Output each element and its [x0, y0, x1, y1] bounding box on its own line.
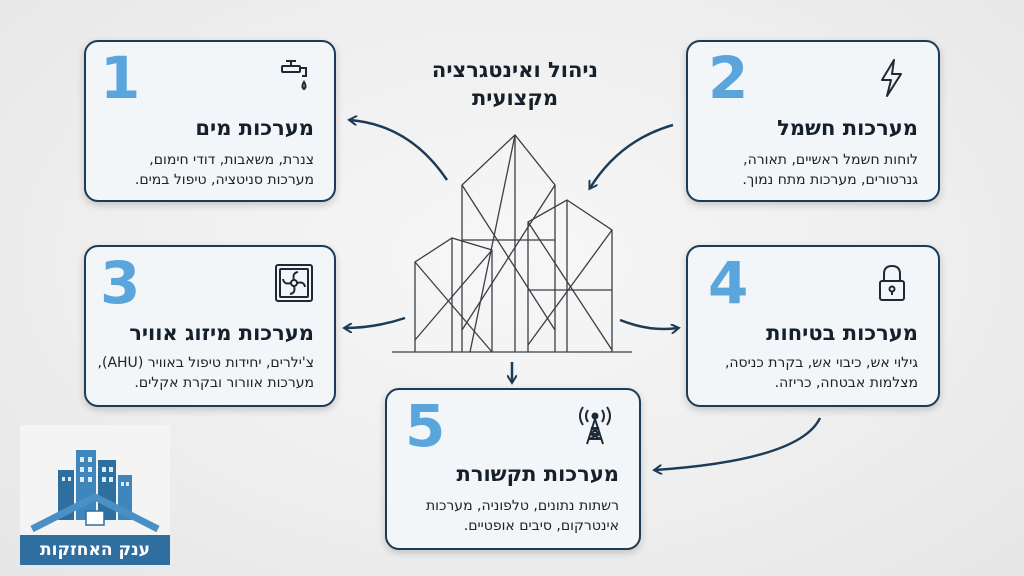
card-description: לוחות חשמל ראשיים, תאורה, גנרטורים, מערכ…	[698, 150, 918, 190]
arrow-to-water	[350, 120, 449, 181]
card-description-line: מערכות אוורור ובקרת אקלים.	[134, 375, 314, 391]
card-title: מערכות מיזוג אוויר	[129, 321, 314, 345]
center-title-line1: ניהול ואינטגרציה	[431, 58, 599, 82]
fan-icon	[272, 261, 316, 305]
arrow-to-hvac	[345, 316, 406, 328]
card-title: מערכות חשמל	[777, 116, 918, 140]
arrow-safety-to-comms	[655, 417, 822, 470]
card-communication-systems: 5 מערכות תקשורת רשתות נתונים, טלפוניה, מ…	[385, 388, 641, 550]
card-description-line: אינטרקום, סיבים אופטיים.	[463, 518, 619, 534]
center-title: ניהול ואינטגרציה מקצועית	[395, 56, 635, 112]
building-illustration	[392, 134, 632, 353]
card-hvac-systems: 3 מערכות מיזוג אוויר צ'ילרים, יחידות טיפ…	[84, 245, 336, 407]
card-number: 5	[405, 392, 446, 460]
card-number: 3	[100, 249, 141, 317]
card-title: מערכות תקשורת	[456, 462, 619, 486]
card-water-systems: 1 מערכות מים צנרת, משאבות, דודי חימום, מ…	[84, 40, 336, 202]
card-description-line: צנרת, משאבות, דודי חימום,	[149, 152, 314, 168]
card-number: 1	[100, 44, 141, 112]
card-description: צנרת, משאבות, דודי חימום, מערכות סניטציה…	[94, 150, 314, 190]
card-number: 2	[708, 44, 749, 112]
card-title: מערכות מים	[195, 116, 314, 140]
company-logo: ענק האחזקות	[20, 425, 170, 565]
card-description-line: מצלמות אבטחה, כריזה.	[774, 375, 918, 391]
arrow-to-safety	[619, 318, 678, 329]
logo-buildings-graphic	[30, 450, 160, 533]
lightning-icon	[870, 56, 914, 100]
card-description: גילוי אש, כיבוי אש, בקרת כניסה, מצלמות א…	[688, 353, 918, 393]
padlock-icon	[870, 261, 914, 305]
arrow-to-electric	[590, 123, 674, 188]
antenna-tower-icon	[573, 404, 617, 448]
card-description-line: צ'ילרים, יחידות טיפול באוויר (AHU),	[97, 355, 314, 371]
card-electrical-systems: 2 מערכות חשמל לוחות חשמל ראשיים, תאורה, …	[686, 40, 940, 202]
card-description: רשתות נתונים, טלפוניה, מערכות אינטרקום, …	[389, 496, 619, 536]
card-description-line: לוחות חשמל ראשיים, תאורה,	[743, 152, 918, 168]
card-title: מערכות בטיחות	[766, 321, 918, 345]
card-number: 4	[708, 249, 749, 317]
card-description-line: רשתות נתונים, טלפוניה, מערכות	[425, 498, 619, 514]
card-safety-systems: 4 מערכות בטיחות גילוי אש, כיבוי אש, בקרת…	[686, 245, 940, 407]
card-description-line: גילוי אש, כיבוי אש, בקרת כניסה,	[724, 355, 918, 371]
card-description-line: גנרטורים, מערכות מתח נמוך.	[742, 172, 918, 188]
logo-text: ענק האחזקות	[20, 535, 170, 565]
center-title-line2: מקצועית	[471, 86, 559, 110]
card-description: צ'ילרים, יחידות טיפול באוויר (AHU), מערכ…	[84, 353, 314, 393]
card-description-line: מערכות סניטציה, טיפול במים.	[134, 172, 314, 188]
water-tap-icon	[272, 56, 316, 100]
